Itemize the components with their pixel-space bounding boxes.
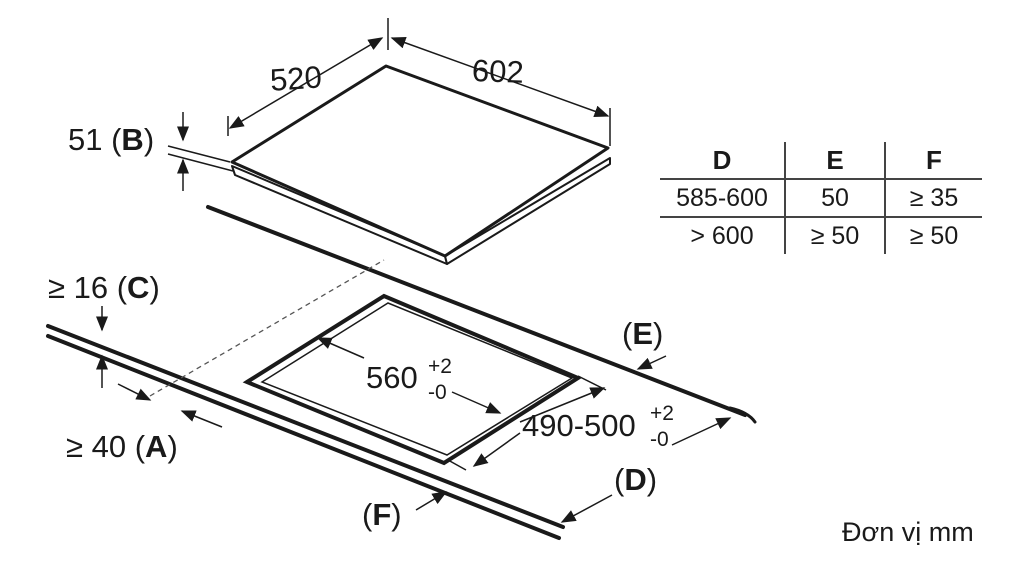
unit-note: Đơn vị mm	[842, 517, 974, 547]
cutout-width-label: 560 +2 -0	[366, 355, 452, 404]
table-cell: 50	[784, 179, 885, 218]
gap-a-label: ≥ 40 (A)	[66, 429, 178, 464]
dim-depth-label: 602	[471, 53, 524, 90]
svg-text:490-500: 490-500	[522, 408, 636, 443]
dim-width-label: 520	[269, 59, 323, 98]
cutout-depth-label: 490-500 +2 -0	[522, 402, 674, 451]
worktop-corner	[728, 406, 757, 424]
table-cell: 585-600	[660, 179, 785, 218]
gap-c-label: ≥ 16 (C)	[48, 270, 160, 305]
svg-text:-0: -0	[650, 428, 669, 451]
svg-text:560: 560	[366, 360, 418, 395]
svg-text:+2: +2	[428, 355, 452, 378]
table-cell: ≥ 50	[884, 217, 982, 254]
dim-d-label: (D)	[614, 462, 657, 497]
worktop-front-edge-top	[46, 324, 565, 529]
worktop-front-edge-bottom	[46, 334, 561, 540]
table-header-e: E	[784, 142, 885, 180]
dim-thickness-label: 51 (B)	[68, 122, 154, 157]
cooktop-front-side	[444, 157, 611, 265]
svg-text:-0: -0	[428, 381, 447, 404]
projection-line	[149, 259, 385, 397]
table-cell: ≥ 50	[784, 217, 885, 254]
svg-text:+2: +2	[650, 402, 674, 425]
worktop	[46, 205, 757, 540]
table-row: 585-600 50 ≥ 35	[660, 179, 982, 218]
worktop-back-edge	[206, 205, 747, 417]
clearance-table: D E F 585-600 50 ≥ 35 > 600 ≥ 50 ≥ 50	[660, 142, 982, 254]
table-cell: > 600	[690, 221, 754, 250]
dimension-lines	[96, 18, 732, 523]
dim-f-label: (F)	[362, 497, 402, 532]
table-row: > 600 ≥ 50 ≥ 50	[660, 217, 982, 254]
table-header-d: D	[660, 142, 785, 180]
dim-e-label: (E)	[622, 316, 663, 351]
table-header-f: F	[884, 142, 982, 180]
cutout-inner	[260, 302, 574, 456]
table-cell: ≥ 35	[884, 179, 982, 218]
